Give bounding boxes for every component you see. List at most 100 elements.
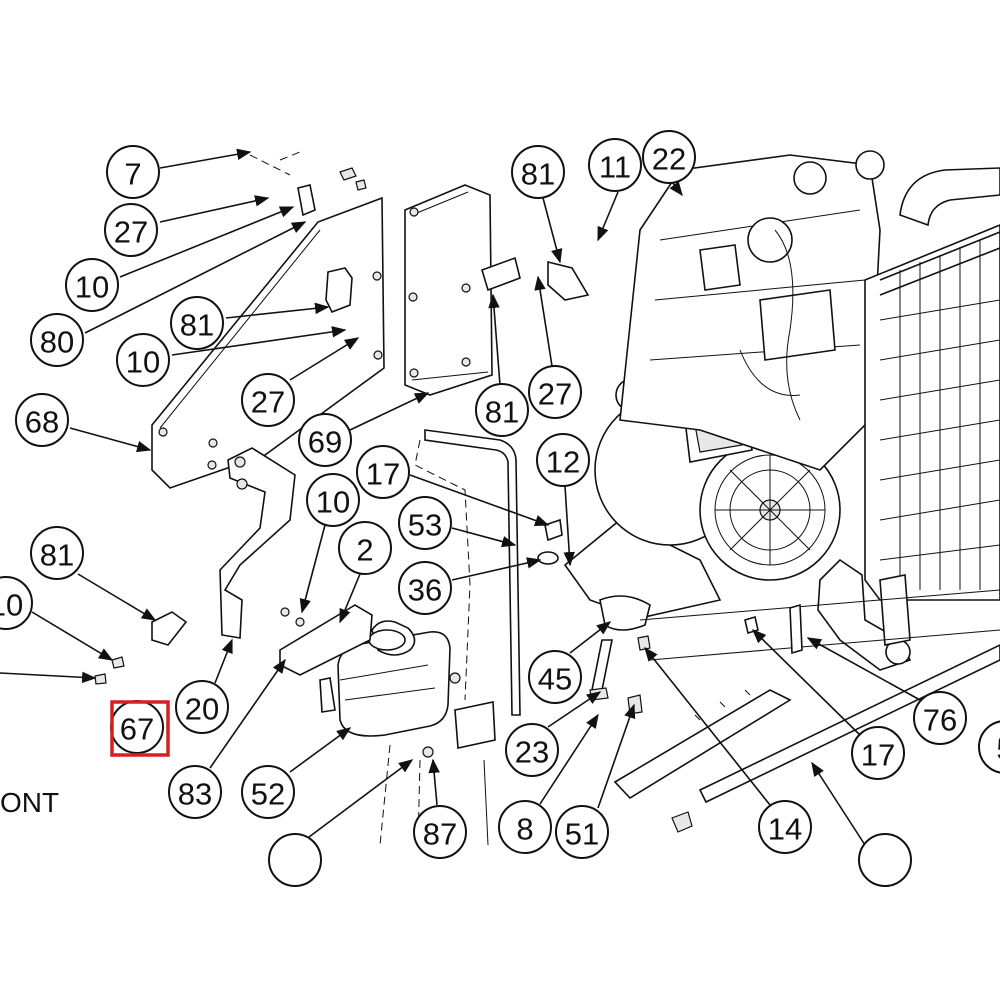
callout-c20: 20 [175,680,229,734]
leader-arrow-c68 [69,427,152,453]
callout-circle [15,393,69,447]
callout-c36: 36 [398,561,452,615]
leader-arrow-c27a [159,195,270,223]
callout-circle [241,373,295,427]
callout-number: 68 [25,405,59,440]
callout-c80: 80 [30,313,84,367]
leader-arrow-c17b [751,628,861,736]
callout-circle [588,138,642,192]
leader-arrow-c10a [119,206,295,278]
callout-circle [175,680,229,734]
leader-arrow-c69 [349,392,430,431]
callout-circle [413,805,467,859]
callout-circle [106,145,160,199]
leader-arrow-c20 [214,638,233,684]
leader-arrow-c17a [409,474,550,527]
callout-circle [858,833,912,887]
callout-c81d: 81 [30,526,84,580]
callout-c27c: 27 [528,365,582,419]
callout-circle [913,691,967,745]
callout-circle [528,650,582,704]
callout-number: 81 [180,308,214,343]
callout-number: 81 [40,538,74,573]
callout-number: 12 [546,445,580,480]
callout-number: 5 [996,732,1000,767]
callout-c8: 8 [498,800,552,854]
callout-number: 10 [0,588,23,623]
leader-arrow-c76 [806,637,921,701]
callout-number: 76 [923,703,957,738]
callout-c10a: 10 [65,258,119,312]
callout-c24 [268,833,322,887]
callout-circle [555,805,609,859]
callout-c68: 68 [15,393,69,447]
callout-c27a: 27 [104,203,158,257]
callout-circle [168,765,222,819]
leader-arrow-c7 [159,148,252,169]
leader-arrow-c45 [569,621,612,654]
callout-circle [511,145,565,199]
callout-circle [30,526,84,580]
callout-c23: 23 [505,723,559,777]
callout-circle [338,521,392,575]
callout-c87: 87 [413,805,467,859]
callout-c14: 14 [758,800,812,854]
callout-number: 80 [40,325,74,360]
callout-number: 22 [652,142,686,177]
callout-c10d: 10 [0,576,33,630]
leader-arrow-c36 [451,557,542,581]
callout-c51: 51 [555,805,609,859]
callout-circle [642,130,696,184]
callout-circle [356,445,410,499]
callout-c81b: 81 [511,145,565,199]
callout-number: 51 [565,817,599,852]
callout-number: 8 [516,812,533,847]
callout-c22: 22 [642,130,696,184]
callout-circle [978,720,1000,774]
callout-number: 87 [423,817,457,852]
callout-circle [498,800,552,854]
callout-c81c: 81 [475,383,529,437]
callout-circle [536,433,590,487]
callout-number: 10 [316,485,350,520]
front-label: ONT [0,787,59,818]
callout-number: 69 [308,425,342,460]
callout-c17a: 17 [356,445,410,499]
callout-number: 45 [538,662,572,697]
callout-c53: 53 [398,496,452,550]
callout-c67: 67 [110,700,164,754]
callout-c5: 5 [978,720,1000,774]
callout-c7: 7 [106,145,160,199]
leader-arrow-cBottomRight [811,761,866,846]
callout-c12: 12 [536,433,590,487]
highlight-box [110,700,170,757]
callout-circle [116,333,170,387]
leader-arrow-c80 [84,221,307,334]
callout-number: 52 [251,777,285,812]
callout-number: 27 [114,215,148,250]
callout-number: 10 [75,270,109,305]
callout-circle [398,496,452,550]
callout-circle [104,203,158,257]
callout-number: 53 [408,508,442,543]
callout-circle [758,800,812,854]
callout-c10b: 10 [116,333,170,387]
callout-c81a: 81 [170,296,224,350]
callout-circle [0,576,33,630]
callout-cBottomRight [858,833,912,887]
callout-number: 11 [599,150,631,185]
leader-arrow-c27b [289,337,360,381]
callout-number: 14 [768,812,802,847]
leader-arrow-c10b [171,326,347,356]
leader-arrow-c24 [304,759,414,841]
callout-c45: 45 [528,650,582,704]
leader-arrow-c22 [669,181,683,197]
callout-circle [241,765,295,819]
leader-arrow-c12 [563,485,575,567]
leader-arrow-c51 [597,703,636,809]
leader-arrow-c81d [77,573,157,621]
callout-c69: 69 [298,413,352,467]
callout-c76: 76 [913,691,967,745]
callout-c52: 52 [241,765,295,819]
